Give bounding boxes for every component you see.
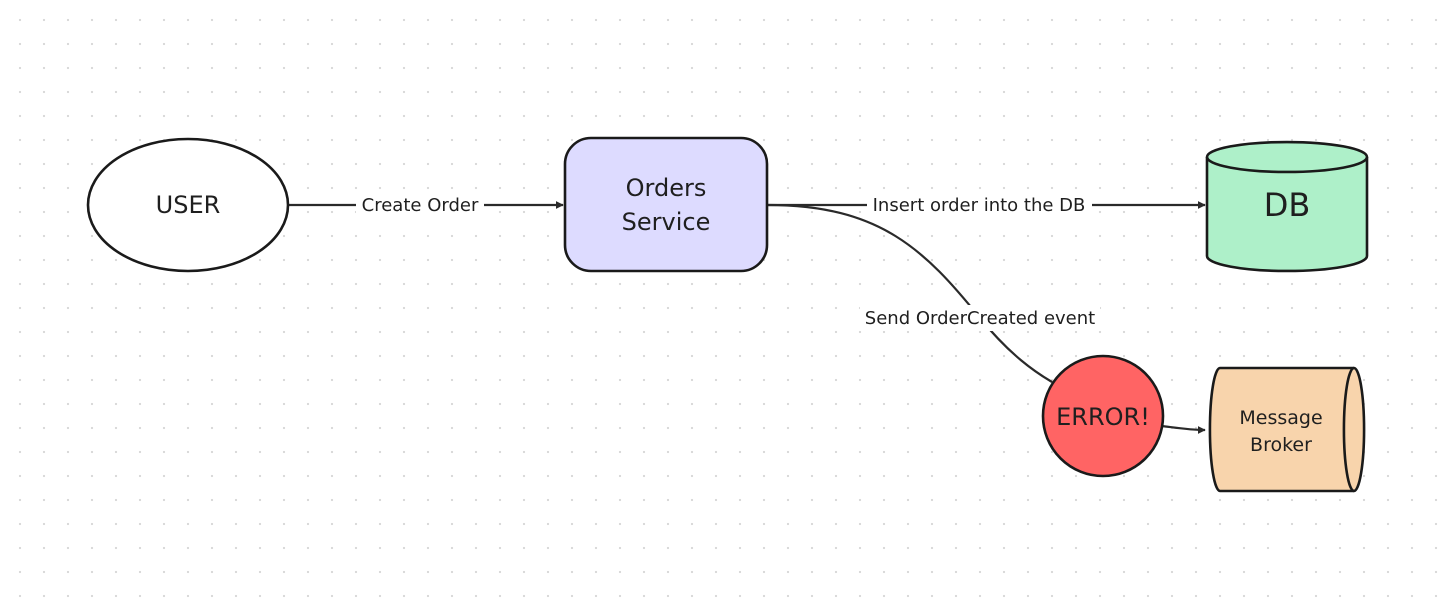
message-broker-label-line2: Broker [1250, 434, 1312, 456]
edge-insert-order[interactable]: Insert order into the DB [768, 193, 1206, 217]
edge-label-send-event: Send OrderCreated event [865, 308, 1095, 329]
error-label: ERROR! [1056, 403, 1150, 431]
error-shape [1041, 354, 1165, 478]
node-error[interactable]: ERROR! [1041, 354, 1165, 478]
user-shape [86, 137, 290, 273]
orders-service-shape [563, 136, 769, 273]
orders-service-label-line2: Service [622, 208, 711, 236]
node-db[interactable]: DB [1205, 140, 1369, 273]
db-shape [1205, 140, 1369, 273]
edge-label-create-order: Create Order [362, 195, 479, 216]
orders-service-label-line1: Orders [626, 174, 707, 202]
db-label: DB [1264, 186, 1311, 224]
edge-label-insert-order: Insert order into the DB [873, 195, 1086, 216]
edge-send-event[interactable]: Send OrderCreated event [767, 203, 1100, 383]
user-label: USER [156, 191, 221, 219]
node-message-broker[interactable]: Message Broker [1208, 366, 1366, 493]
message-broker-label-line1: Message [1239, 407, 1322, 429]
node-user[interactable]: USER [86, 137, 290, 273]
node-orders-service[interactable]: Orders Service [563, 136, 769, 273]
edge-error-to-broker[interactable] [1161, 424, 1206, 434]
message-broker-shape [1208, 366, 1366, 493]
edge-create-order[interactable]: Create Order [289, 193, 564, 217]
